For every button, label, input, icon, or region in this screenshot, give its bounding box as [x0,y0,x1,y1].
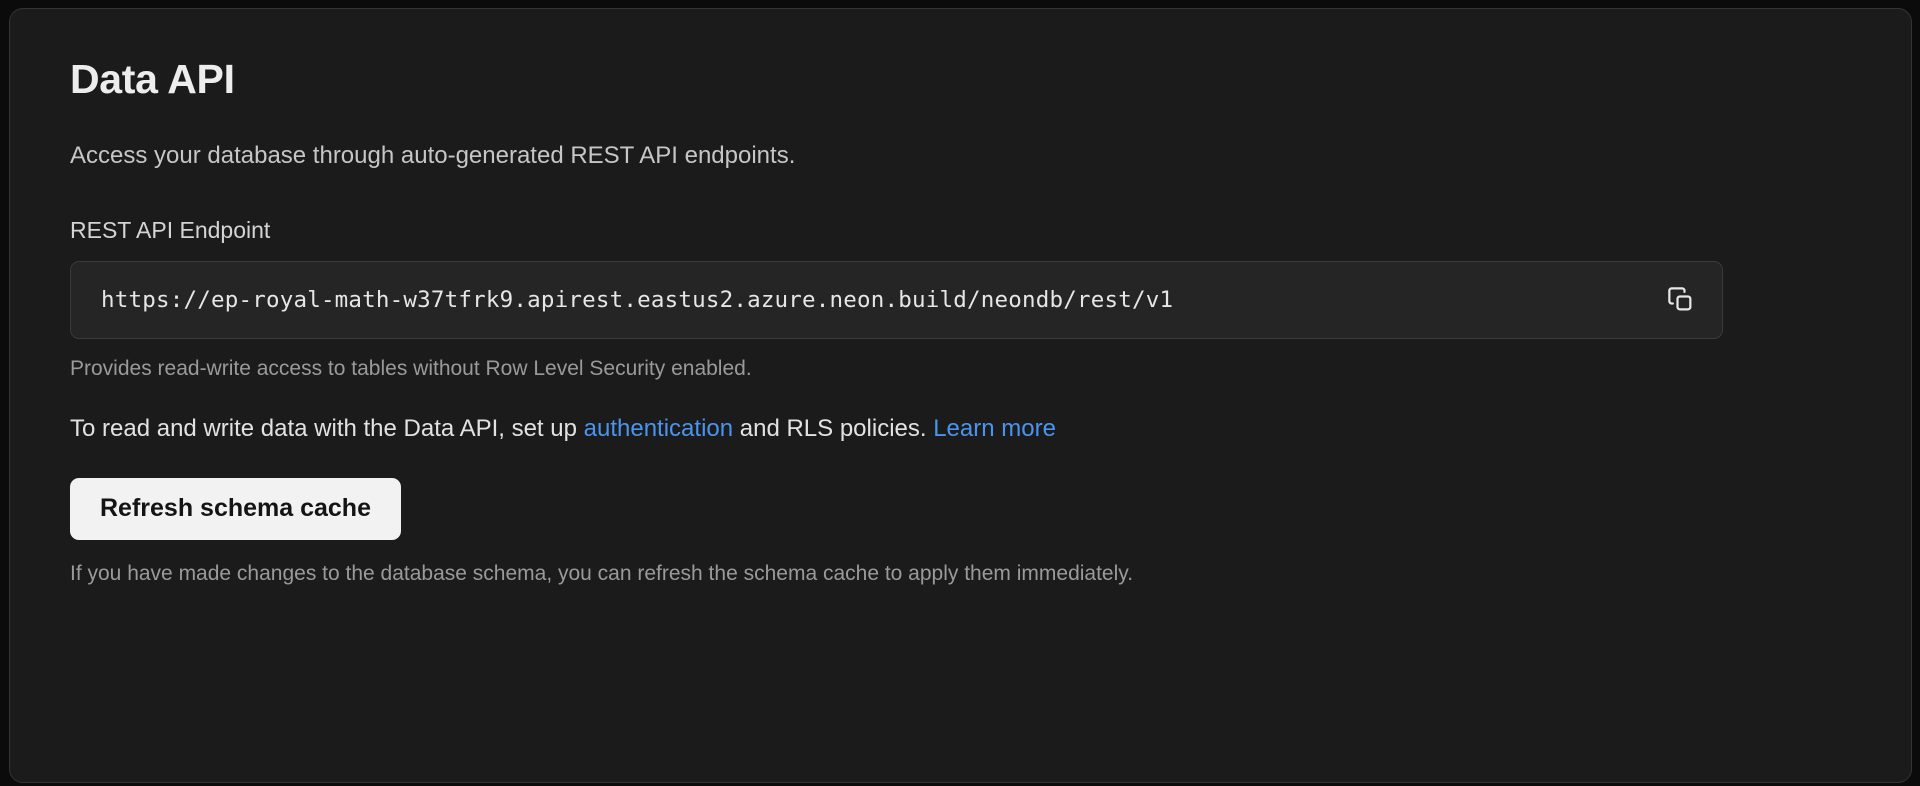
rest-api-endpoint-field[interactable] [70,260,1723,339]
rest-api-endpoint-label: REST API Endpoint [70,217,271,244]
refresh-schema-note: If you have made changes to the database… [70,561,1134,585]
endpoint-hint-text: Provides read-write access to tables wit… [70,356,752,380]
authentication-link[interactable]: authentication [583,414,734,442]
data-api-info-line: To read and write data with the Data API… [70,414,1851,444]
rest-api-endpoint-input[interactable] [101,286,1658,313]
data-api-card: Data API Access your database through au… [9,8,1912,783]
copy-endpoint-button[interactable] [1658,277,1704,323]
copy-icon [1667,286,1695,314]
refresh-schema-cache-button[interactable]: Refresh schema cache [70,477,401,540]
info-line-middle: and RLS policies. [733,414,934,442]
learn-more-link[interactable]: Learn more [933,414,1056,442]
info-line-prefix: To read and write data with the Data API… [70,414,584,442]
page-title: Data API [70,56,235,102]
card-description: Access your database through auto-genera… [70,142,796,170]
